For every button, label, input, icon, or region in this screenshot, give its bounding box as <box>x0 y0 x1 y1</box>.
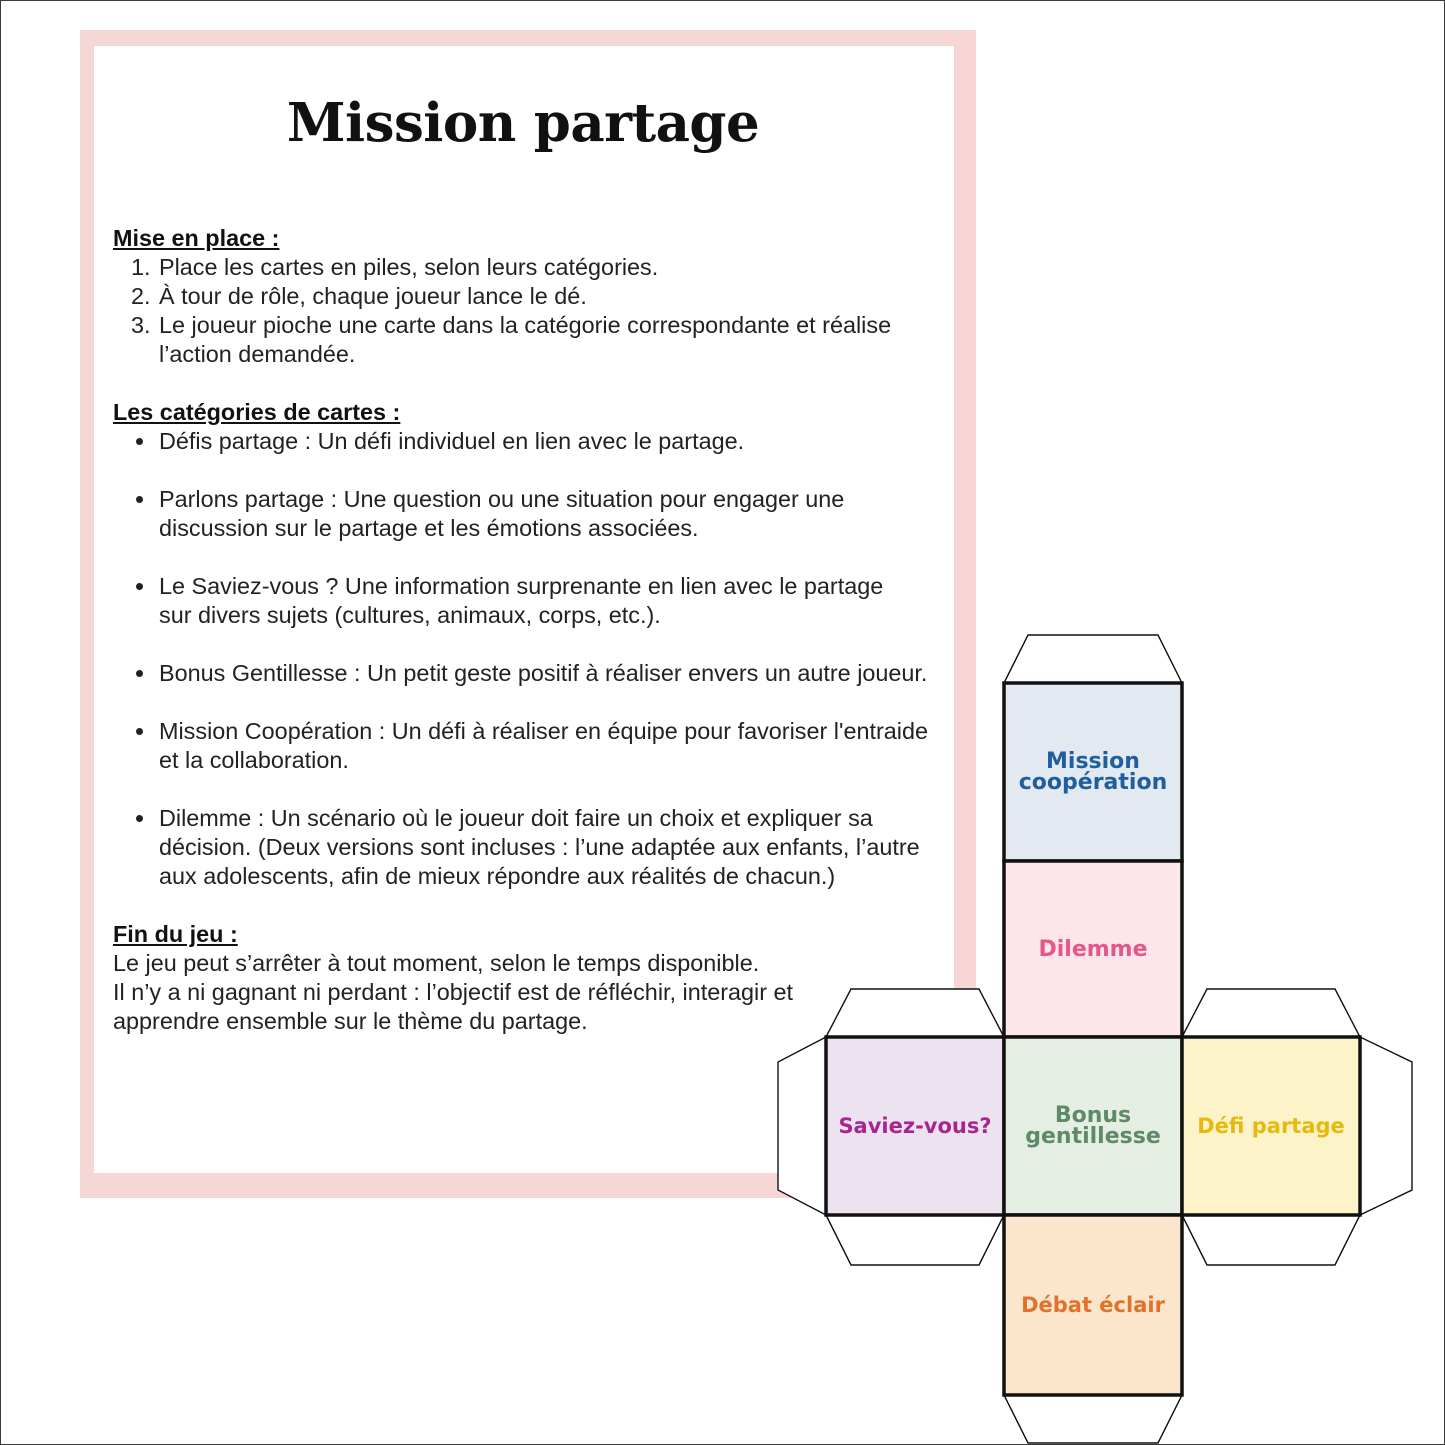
right-side-tab <box>1359 1035 1413 1217</box>
category-item: Défis partage : Un défi individuel en li… <box>157 427 963 456</box>
face-label-left: Saviez-vous? <box>838 1113 992 1138</box>
face-right <box>1180 1035 1362 1217</box>
face-bottom <box>1002 1213 1184 1397</box>
face-left <box>824 1035 1006 1217</box>
category-item: Mission Coopération : Un défi à réaliser… <box>157 717 939 775</box>
face-label-top: Mission coopération <box>1018 749 1168 795</box>
top-tab <box>1002 634 1184 684</box>
face-label-center: Bonus gentillesse <box>1025 1103 1161 1149</box>
face-center <box>1002 1035 1184 1217</box>
face-top <box>1002 681 1184 863</box>
categories-heading: Les catégories de cartes : <box>113 399 401 425</box>
category-item: Bonus Gentillesse : Un petit geste posit… <box>157 659 959 688</box>
end-heading: Fin du jeu : <box>113 921 238 947</box>
right-upper-tab <box>1180 988 1362 1038</box>
category-item: Le Saviez-vous ? Une information surpren… <box>157 572 899 630</box>
end-text-line: Il n’y a ni gagnant ni perdant : l’objec… <box>113 979 794 1034</box>
right-lower-tab <box>1180 1214 1362 1266</box>
face-upper <box>1002 859 1184 1039</box>
face-label-upper: Dilemme <box>1038 936 1148 962</box>
setup-step: Place les cartes en piles, selon leurs c… <box>157 253 963 282</box>
bottom-tab <box>1002 1394 1184 1444</box>
face-label-right: Défi partage <box>1197 1113 1345 1138</box>
end-text-line: Le jeu peut s’arrêter à tout moment, sel… <box>113 950 760 976</box>
setup-heading: Mise en place : <box>113 225 280 251</box>
rules-card: Mission partage <box>80 30 976 1198</box>
category-item: Parlons partage : Une question ou une si… <box>157 485 949 543</box>
category-item: Dilemme : Un scénario où le joueur doit … <box>157 804 949 891</box>
rules-card-inner <box>94 46 954 1173</box>
categories-list: Défis partage : Un défi individuel en li… <box>113 427 963 891</box>
setup-steps: Place les cartes en piles, selon leurs c… <box>113 253 963 369</box>
rules-body: Mise en place : Place les cartes en pile… <box>113 224 963 1036</box>
setup-step: Le joueur pioche une carte dans la catég… <box>157 311 919 369</box>
setup-step: À tour de rôle, chaque joueur lance le d… <box>157 282 963 311</box>
left-side-tab <box>777 1035 827 1217</box>
left-lower-tab <box>824 1214 1006 1266</box>
left-upper-tab <box>824 988 1006 1038</box>
face-label-bottom: Débat éclair <box>1021 1292 1165 1317</box>
page-title: Mission partage <box>286 92 760 154</box>
